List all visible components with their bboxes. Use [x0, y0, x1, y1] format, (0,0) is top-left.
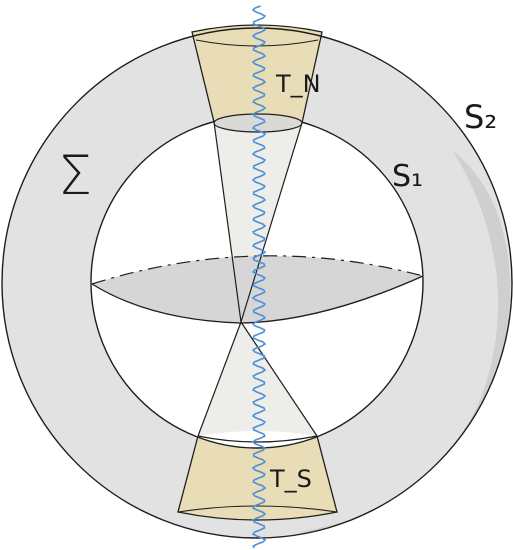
inner-sphere-label: S₁ — [392, 159, 423, 194]
wavy-line — [251, 5, 267, 549]
south-cap-edge — [197, 435, 318, 443]
sigma-label: Σ — [58, 144, 92, 207]
outer-shadow-lower — [300, 470, 440, 536]
equator-back — [91, 255, 424, 285]
south-tube-lower-edge — [177, 505, 338, 513]
cone-edge-right-upper — [240, 122, 303, 323]
outer-sphere-label: S₂ — [464, 98, 497, 136]
north-tube-label: T_N — [275, 70, 321, 98]
cone-edge-left-lower — [197, 321, 242, 437]
cone-edge-right-lower — [240, 321, 318, 437]
south-tube-label: T_S — [269, 465, 312, 493]
outer-sphere-outline — [1, 27, 513, 539]
cone-edge-left-upper — [213, 121, 242, 323]
